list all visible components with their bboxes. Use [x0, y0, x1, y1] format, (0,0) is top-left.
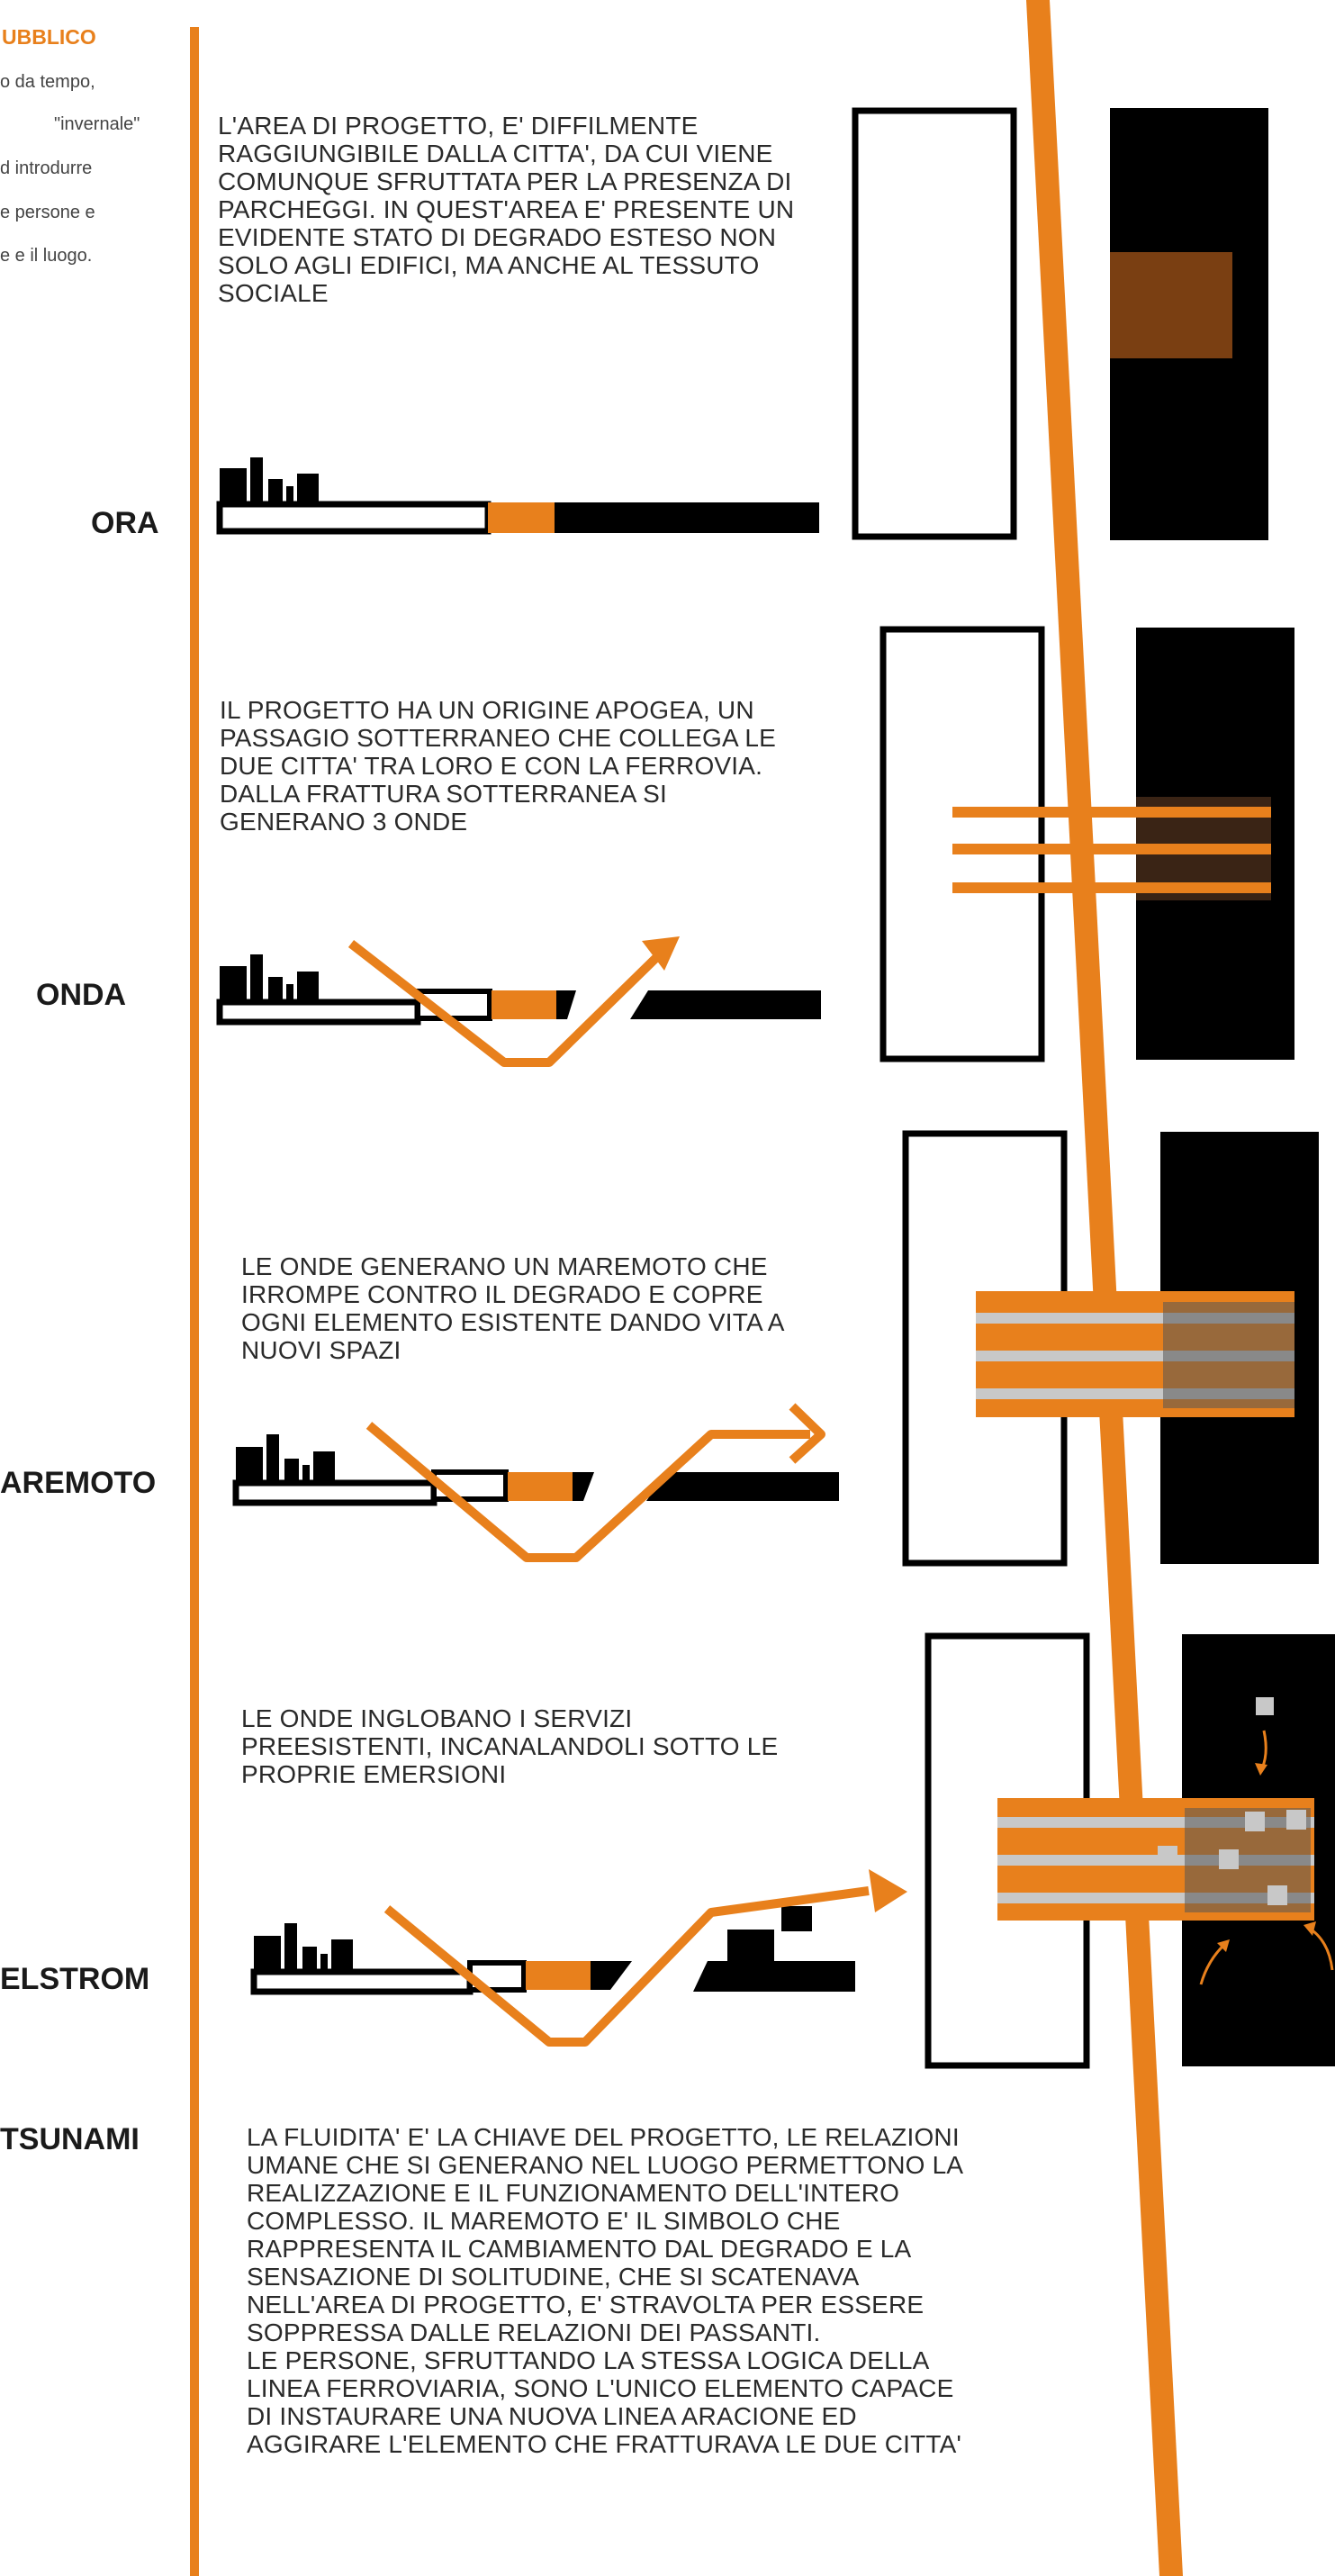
stage-description-onda: IL PROGETTO HA UN ORIGINE APOGEA, UN PAS…	[220, 696, 776, 836]
text-line: GENERANO 3 ONDE	[220, 808, 468, 836]
stage-maremoto-section	[232, 1130, 1319, 1567]
text-line: DI INSTAURARE UNA NUOVA LINEA ARACIONE E…	[247, 2402, 857, 2430]
stage-label-ora: ORA	[91, 506, 159, 540]
stage-label-onda: ONDA	[36, 978, 127, 1012]
stage-label-maelstrom: ELSTROM	[0, 1962, 150, 1996]
stage-label-tsunami: TSUNAMI	[0, 2122, 140, 2156]
text-line: IRROMPE CONTRO IL DEGRADO E COPRE	[241, 1280, 763, 1308]
plan-diagram-ora	[852, 107, 1268, 540]
timeline-line	[190, 27, 199, 2576]
sidebar-text-line: d introdurre	[0, 158, 93, 178]
text-line: PASSAGIO SOTTERRANEO CHE COLLEGA LE	[220, 724, 776, 752]
text-line: LINEA FERROVIARIA, SONO L'UNICO ELEMENTO…	[247, 2374, 954, 2402]
text-line: SENSAZIONE DI SOLITUDINE, CHE SI SCATENA…	[247, 2263, 860, 2291]
stage-description-maelstrom: LE ONDE INGLOBANO I SERVIZI PREESISTENTI…	[241, 1704, 778, 1788]
text-line: SOPPRESSA DALLE RELAZIONI DEI PASSANTI.	[247, 2318, 821, 2346]
stage-description-tsunami: LA FLUIDITA' E' LA CHIAVE DEL PROGETTO, …	[247, 2123, 963, 2458]
text-line: UMANE CHE SI GENERANO NEL LUOGO PERMETTO…	[247, 2151, 964, 2179]
text-line: SOLO AGLI EDIFICI, MA ANCHE AL TESSUTO	[218, 251, 760, 279]
plan-diagram-maelstrom	[925, 1632, 1335, 2069]
stage-ora-section	[216, 107, 1268, 540]
text-line: RAGGIUNGIBILE DALLA CITTA', DA CUI VIENE	[218, 140, 773, 167]
stage-onda-section	[216, 626, 1294, 1067]
section-diagram-ora	[216, 457, 819, 535]
plan-diagram-maremoto	[902, 1130, 1319, 1567]
text-line: NUOVI SPAZI	[241, 1336, 401, 1364]
railway-band	[1026, 0, 1183, 2576]
text-line: LE ONDE GENERANO UN MAREMOTO CHE	[241, 1252, 768, 1280]
sidebar-text-line: "invernale"	[54, 114, 140, 134]
text-line: DALLA FRATTURA SOTTERRANEA SI	[220, 780, 667, 808]
text-line: NELL'AREA DI PROGETTO, E' STRAVOLTA PER …	[247, 2291, 925, 2318]
text-line: COMUNQUE SFRUTTATA PER LA PRESENZA DI	[218, 167, 792, 195]
text-line: COMPLESSO. IL MAREMOTO E' IL SIMBOLO CHE	[247, 2207, 841, 2235]
stage-maelstrom-section	[250, 1632, 1335, 2069]
text-line: PREESISTENTI, INCANALANDOLI SOTTO LE	[241, 1732, 779, 1760]
text-line: RAPPRESENTA IL CAMBIAMENTO DAL DEGRADO E…	[247, 2235, 912, 2263]
text-line: AGGIRARE L'ELEMENTO CHE FRATTURAVA LE DU…	[247, 2430, 962, 2458]
sidebar-heading: UBBLICO	[2, 25, 96, 49]
text-line: EVIDENTE STATO DI DEGRADO ESTESO NON	[218, 223, 777, 251]
section-diagram-maremoto	[232, 1403, 839, 1562]
text-line: OGNI ELEMENTO ESISTENTE DANDO VITA A	[241, 1308, 785, 1336]
text-line: LE ONDE INGLOBANO I SERVIZI	[241, 1704, 633, 1732]
section-diagram-onda	[216, 936, 821, 1067]
text-line: L'AREA DI PROGETTO, E' DIFFILMENTE	[218, 112, 699, 140]
text-line: DUE CITTA' TRA LORO E CON LA FERROVIA.	[220, 752, 763, 780]
sidebar-text-line: o da tempo,	[0, 72, 95, 92]
text-line: SOCIALE	[218, 279, 329, 307]
text-line: PARCHEGGI. IN QUEST'AREA E' PRESENTE UN	[218, 195, 795, 223]
stage-description-maremoto: LE ONDE GENERANO UN MAREMOTO CHE IRROMPE…	[241, 1252, 785, 1364]
sidebar-text-line: e persone e	[0, 203, 95, 222]
text-line: REALIZZAZIONE E IL FUNZIONAMENTO DELL'IN…	[247, 2179, 900, 2207]
stage-description-ora: L'AREA DI PROGETTO, E' DIFFILMENTE RAGGI…	[218, 112, 794, 307]
text-line: PROPRIE EMERSIONI	[241, 1760, 507, 1788]
sidebar-text-line: e e il luogo.	[0, 246, 93, 266]
text-line: LA FLUIDITA' E' LA CHIAVE DEL PROGETTO, …	[247, 2123, 960, 2151]
plan-diagram-onda	[879, 626, 1294, 1062]
section-diagram-maelstrom	[250, 1869, 907, 2047]
stage-label-maremoto: AREMOTO	[0, 1466, 157, 1500]
text-line: IL PROGETTO HA UN ORIGINE APOGEA, UN	[220, 696, 754, 724]
text-line: LE PERSONE, SFRUTTANDO LA STESSA LOGICA …	[247, 2346, 930, 2374]
